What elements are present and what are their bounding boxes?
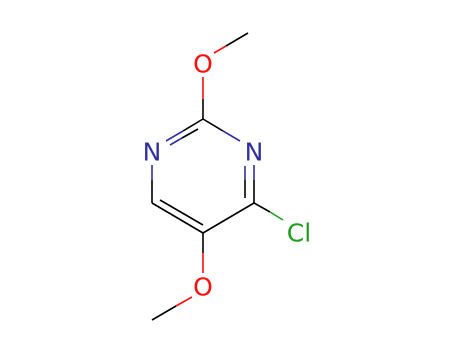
bond-c2-n-left-inner-black	[181, 128, 199, 139]
bond-methyl-o-top-red	[213, 45, 227, 54]
nitrogen-left-label: N	[143, 138, 162, 167]
bond-c2-n-right-black	[202, 118, 224, 132]
chlorine-label: Cl	[287, 219, 311, 248]
bond-o-bottom-methyl-black	[151, 305, 177, 321]
bond-c6-c5	[151, 202, 204, 234]
bond-c4-cl-green	[269, 211, 284, 221]
bond-methyl-o-top-black	[225, 32, 249, 47]
bond-c4-cl-black	[253, 202, 271, 213]
bond-o-bottom-methyl-red	[175, 296, 193, 307]
oxygen-top-label: O	[193, 50, 213, 79]
oxygen-bottom-label: O	[193, 273, 213, 302]
bond-c6-c5-inner	[159, 199, 204, 226]
bond-c2-n-left-black	[182, 118, 204, 132]
bond-c2-n-left-blue	[165, 130, 184, 142]
nitrogen-right-label: N	[245, 138, 264, 167]
bond-c2-n-right-blue	[222, 130, 241, 142]
bond-c2-n-left-inner-blue	[169, 137, 183, 146]
bond-c5-c4	[202, 202, 255, 234]
